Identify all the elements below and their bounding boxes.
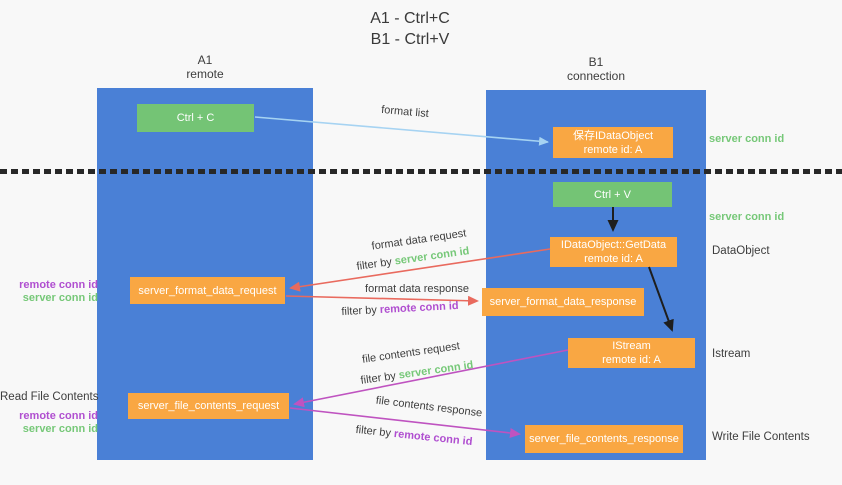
server-format-data-request-label: server_format_data_request xyxy=(138,284,277,297)
istream-line2: remote id: A xyxy=(602,354,661,366)
remote-conn-id-side-2: remote conn id xyxy=(19,410,98,422)
conn-id-side-labels-file: remote conn id server conn id xyxy=(8,410,98,436)
column-a1-header: A1 remote xyxy=(97,53,313,81)
title-line-1: A1 - Ctrl+C xyxy=(370,10,450,27)
read-file-contents-label: Read File Contents xyxy=(0,391,99,403)
format-data-response-label: format data response xyxy=(365,283,469,295)
filter-by-text-1: filter by xyxy=(355,256,393,273)
getdata-line2: remote id: A xyxy=(584,253,643,265)
format-list-label: format list xyxy=(380,103,430,121)
file-contents-response-label: file contents response xyxy=(375,394,483,420)
save-idataobject-line1: 保存IDataObject xyxy=(572,129,654,142)
server-conn-id-side-2: server conn id xyxy=(22,423,98,435)
server-conn-id-side-top: server conn id xyxy=(709,133,785,145)
server-file-contents-response-label: server_file_contents_response xyxy=(529,433,679,445)
column-b1-header: B1 connection xyxy=(486,55,706,83)
node-ctrl-c: Ctrl + C xyxy=(137,104,254,132)
istream-line1: IStream xyxy=(612,340,651,352)
conn-id-side-labels-format: remote conn id server conn id xyxy=(8,279,98,305)
ctrl-v-label: Ctrl + V xyxy=(594,188,631,201)
remote-conn-id-side-1: remote conn id xyxy=(19,279,98,291)
node-save-idataobject: 保存IDataObject remote id: A xyxy=(553,127,673,158)
node-server-file-contents-response: server_file_contents_response xyxy=(525,425,683,453)
dataobject-side-label: DataObject xyxy=(712,245,770,257)
save-idataobject-line2: remote id: A xyxy=(583,143,643,156)
column-a1-id: A1 xyxy=(197,53,213,67)
ctrl-c-label: Ctrl + C xyxy=(176,112,215,124)
write-file-contents-label: Write File Contents xyxy=(712,431,810,443)
server-conn-id-text-2: server conn id xyxy=(397,359,475,382)
getdata-line1: IDataObject::GetData xyxy=(560,239,667,251)
server-format-data-response-label: server_format_data_response xyxy=(489,296,637,308)
node-istream: IStream remote id: A xyxy=(568,338,695,368)
server-conn-id-side-mid: server conn id xyxy=(709,211,785,223)
node-idataobject-getdata: IDataObject::GetData remote id: A xyxy=(550,237,677,267)
server-file-contents-request-label: server_file_contents_request xyxy=(137,400,280,412)
node-server-format-data-request: server_format_data_request xyxy=(130,277,285,304)
remote-conn-id-text-1: remote conn id xyxy=(379,299,459,317)
server-conn-id-side-1: server conn id xyxy=(22,292,98,304)
node-ctrl-v: Ctrl + V xyxy=(553,182,672,207)
diagram-title: A1 - Ctrl+C B1 - Ctrl+V xyxy=(310,8,510,50)
filter-by-text-3: filter by xyxy=(359,370,397,387)
column-b1-id: B1 xyxy=(588,55,604,69)
column-a1-role: remote xyxy=(186,67,224,81)
node-server-file-contents-request: server_file_contents_request xyxy=(128,393,289,419)
column-b1-role: connection xyxy=(566,69,626,83)
remote-conn-id-text-2: remote conn id xyxy=(393,427,473,449)
filter-by-text-4: filter by xyxy=(355,423,392,440)
title-line-2: B1 - Ctrl+V xyxy=(370,31,450,48)
phase-divider-dotted-line xyxy=(0,169,842,174)
server-conn-id-text-1: server conn id xyxy=(393,245,471,268)
node-server-format-data-response: server_format_data_response xyxy=(482,288,644,316)
filter-by-text-2: filter by xyxy=(341,304,378,319)
istream-side-label: Istream xyxy=(712,348,751,360)
